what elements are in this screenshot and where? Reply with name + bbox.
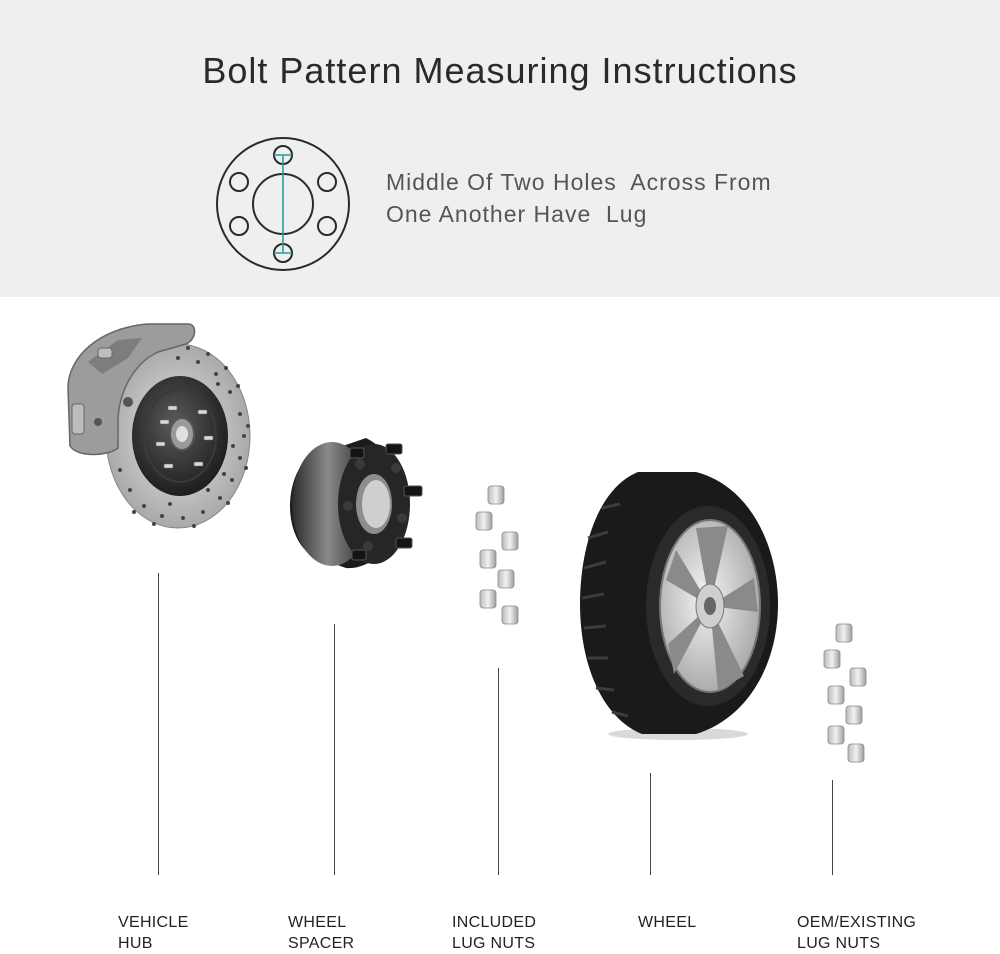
label-line-1: OEM/EXISTING — [797, 914, 917, 931]
header-banner: Bolt Pattern Measuring Instructions Midd… — [0, 0, 1000, 297]
leader-line-wheel — [650, 773, 651, 875]
bolt-pattern-diagram-icon — [216, 137, 350, 271]
label-wheel: WHEEL — [638, 912, 696, 933]
leader-line-oem-lug-nuts — [832, 780, 833, 875]
label-vehicle-hub: VEHICLE HUB — [118, 912, 189, 954]
label-line-2: LUG NUTS — [797, 935, 881, 952]
label-line-2: LUG NUTS — [452, 935, 536, 952]
instruction-line-2: One Another Have Lug — [386, 201, 648, 227]
oem-lug-nuts-icon — [823, 623, 867, 763]
wheel-spacer-icon — [290, 438, 423, 569]
label-oem-lug-nuts: OEM/EXISTING LUG NUTS — [797, 912, 916, 954]
instruction-text: Middle Of Two Holes Across From One Anot… — [386, 166, 772, 230]
label-line-2: HUB — [118, 935, 153, 952]
tire-wheel-icon — [580, 472, 778, 740]
page-title: Bolt Pattern Measuring Instructions — [202, 50, 798, 91]
label-line-1: INCLUDED — [452, 914, 537, 931]
instruction-line-1: Middle Of Two Holes Across From — [386, 169, 772, 195]
leader-line-included-lug-nuts — [498, 668, 499, 875]
label-line-1: WHEEL — [638, 914, 697, 931]
leader-line-vehicle-hub — [158, 573, 159, 875]
included-lug-nuts-icon — [475, 485, 519, 625]
label-line-2: SPACER — [288, 935, 355, 952]
leader-line-wheel-spacer — [334, 624, 335, 875]
brake-rotor-hub-icon — [67, 323, 251, 529]
label-included-lug-nuts: INCLUDED LUG NUTS — [452, 912, 536, 954]
label-wheel-spacer: WHEEL SPACER — [288, 912, 354, 954]
label-line-1: VEHICLE — [118, 914, 189, 931]
label-line-1: WHEEL — [288, 914, 347, 931]
